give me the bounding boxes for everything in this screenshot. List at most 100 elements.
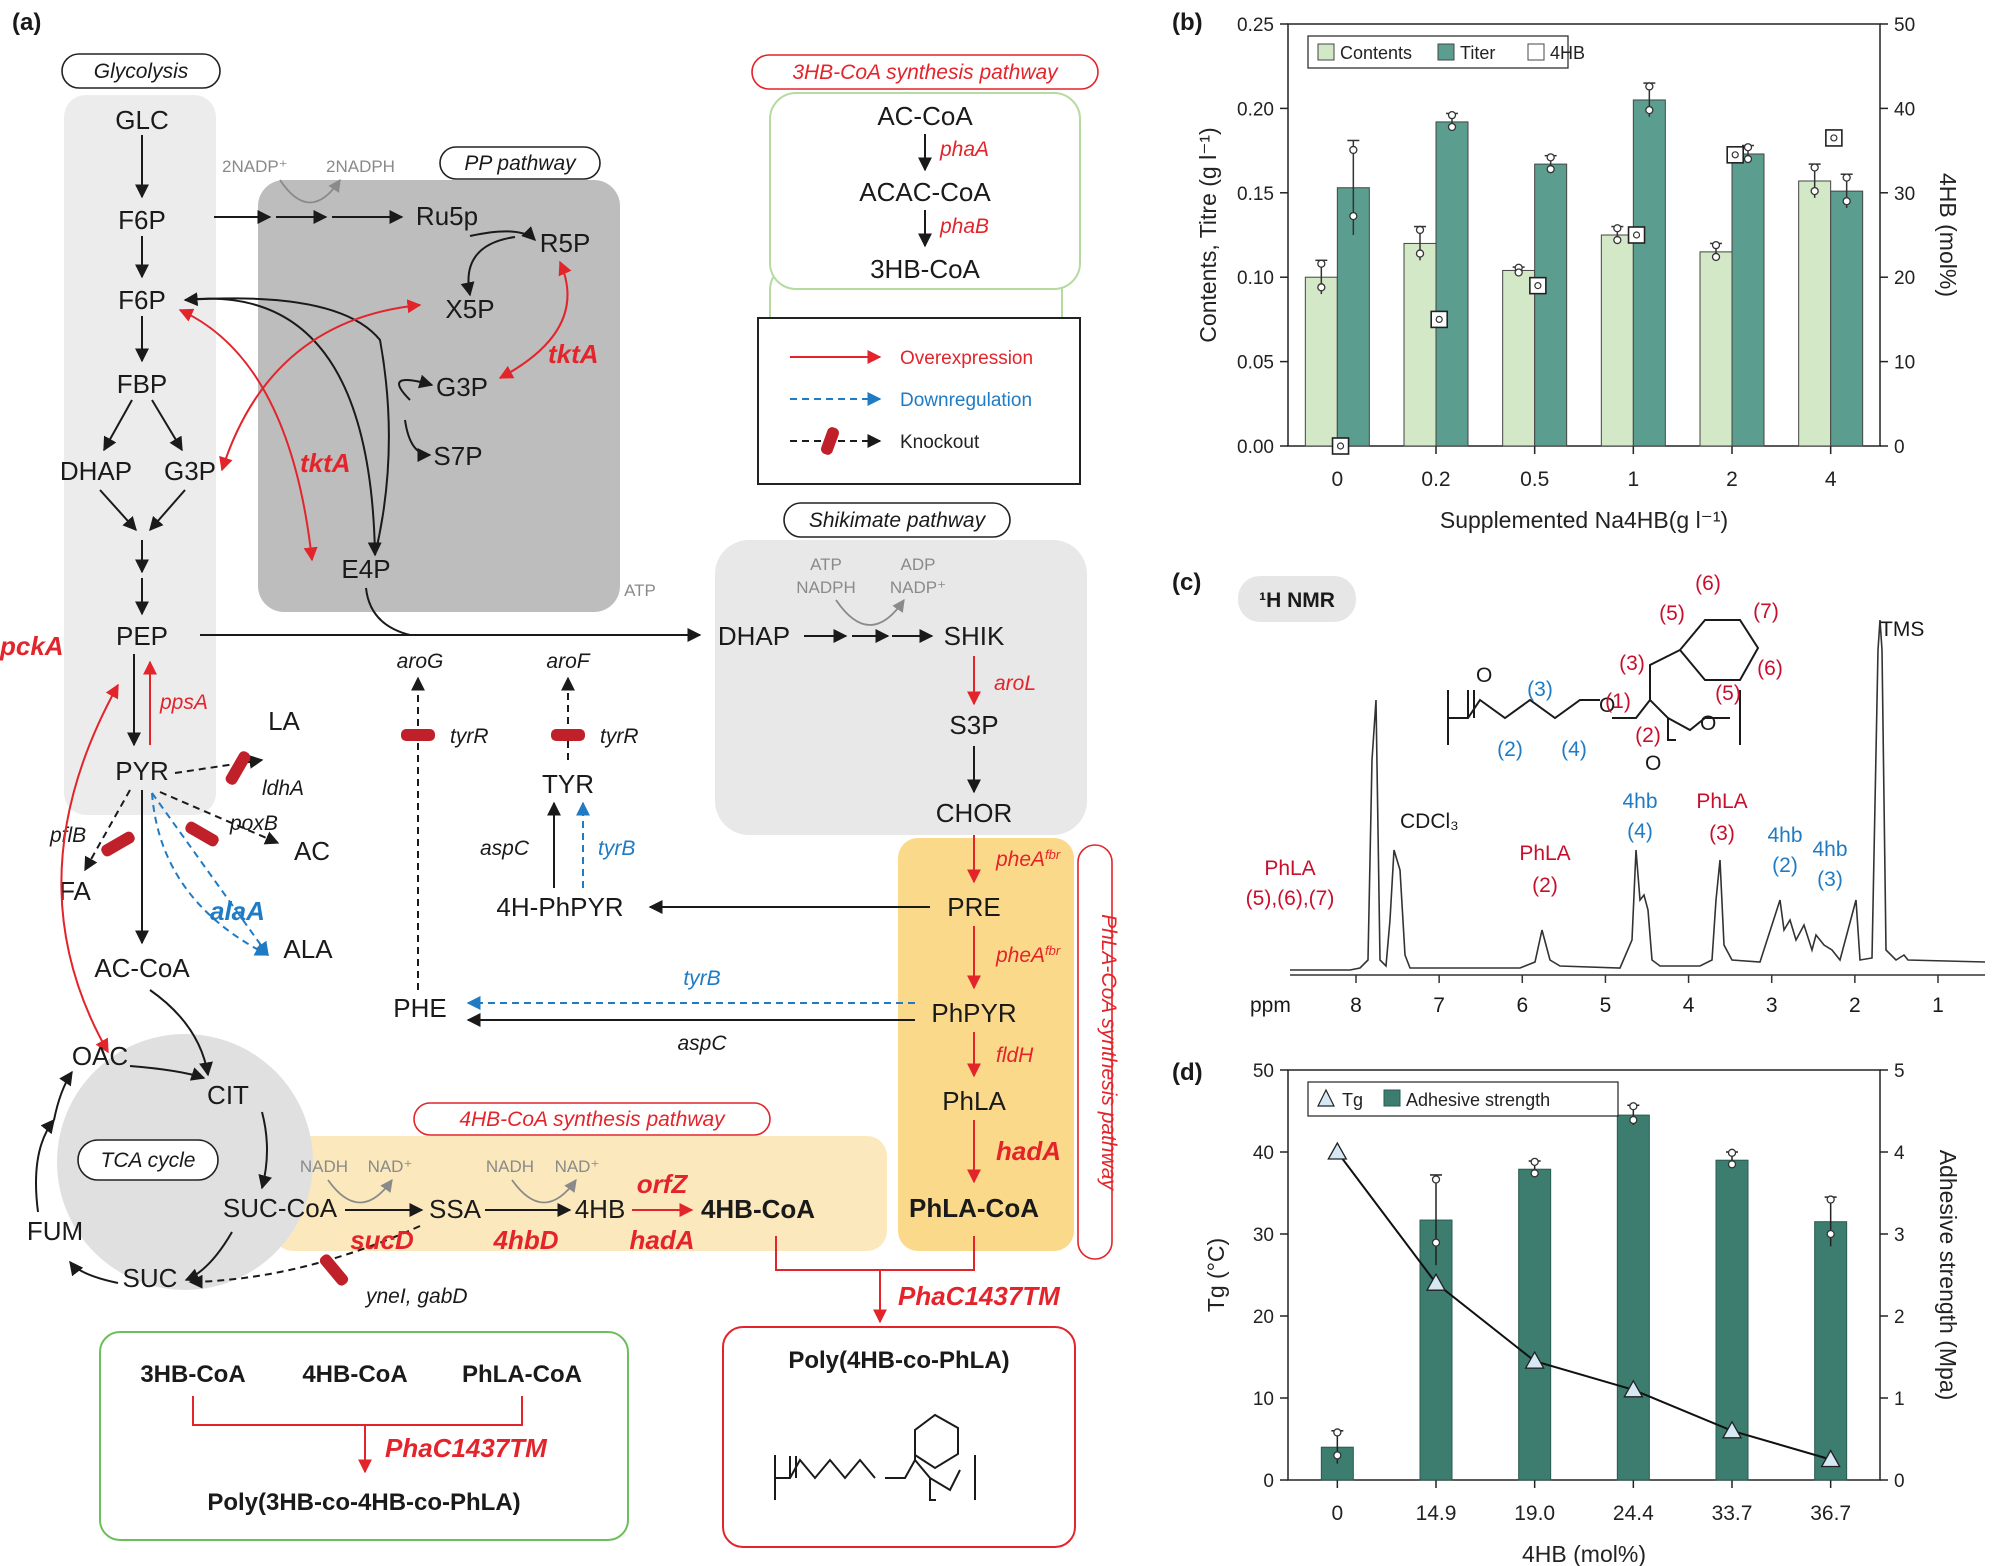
bar-titer <box>1731 153 1765 447</box>
node-e4p: E4P <box>341 554 390 584</box>
y-tick-label: 30 <box>1253 1225 1274 1246</box>
enz-tkta: tktA <box>300 448 351 478</box>
node-g3p: G3P <box>164 456 216 486</box>
y-tick-label: 0.15 <box>1237 184 1274 205</box>
y-axis-label: Contents, Titre (g l⁻¹) <box>1195 127 1221 342</box>
nmr-peak-label: 4hb <box>1767 824 1802 847</box>
node-shik: SHIK <box>944 621 1005 651</box>
enz-phac: PhaC1437TM <box>898 1281 1061 1311</box>
y2-axis-label: 4HB (mol%) <box>1935 173 1961 297</box>
nmr-structure <box>1447 619 1760 745</box>
y-tick-label: 40 <box>1253 1143 1274 1164</box>
tg-point <box>1721 1420 1743 1439</box>
y2-tick-label: 0 <box>1894 1471 1905 1492</box>
node-hb4: 4HB <box>575 1194 626 1224</box>
data-point <box>1349 145 1358 155</box>
node-r5p: R5P <box>540 228 591 258</box>
data-point <box>1435 315 1443 323</box>
cof-nadph: 2NADPH <box>326 157 395 176</box>
bar-titer <box>1435 121 1469 447</box>
bar-titer <box>1830 190 1864 447</box>
node-ssa: SSA <box>429 1194 482 1224</box>
x-tick-label: 0.2 <box>1421 468 1450 491</box>
enz-aspc: aspC <box>677 1032 727 1055</box>
node-hb4coa: 4HB-CoA <box>701 1194 815 1224</box>
struct-o: O <box>1599 694 1615 717</box>
cof-adp: ADP <box>901 555 936 574</box>
data-point <box>1613 224 1622 233</box>
nmr-peak-sub: (4) <box>1627 820 1653 843</box>
tg-point <box>1425 1272 1447 1291</box>
struct-o: O <box>1645 752 1661 775</box>
p2-part: PhLA-CoA <box>462 1361 582 1388</box>
data-point <box>1546 153 1555 162</box>
legend-label: Adhesive strength <box>1406 1090 1550 1110</box>
data-point <box>1613 235 1622 245</box>
cof-nad: NAD⁺ <box>368 1157 413 1176</box>
shikimate-tag: Shikimate pathway <box>809 509 987 532</box>
node-glc: GLC <box>115 105 168 135</box>
node-suc: SUC <box>123 1263 178 1293</box>
data-point <box>1711 252 1721 262</box>
legend-swatch <box>1317 1088 1335 1107</box>
bar-adhesive-strength <box>1814 1221 1848 1481</box>
nmr-tick-label: 5 <box>1600 994 1612 1017</box>
node-f6p: F6P <box>118 205 166 235</box>
node-succoa: SUC-CoA <box>223 1193 338 1223</box>
enz-arol: aroL <box>994 672 1036 695</box>
enz-ldha: ldhA <box>262 777 304 800</box>
hb4-region <box>273 1136 887 1251</box>
data-point <box>1349 211 1358 221</box>
legend-down: Downregulation <box>900 390 1032 411</box>
hb3-tag: 3HB-CoA synthesis pathway <box>792 61 1059 84</box>
bar-titer <box>1632 99 1666 447</box>
data-point <box>1431 1175 1441 1184</box>
struct-label: (4) <box>1561 738 1587 761</box>
data-point <box>1629 1102 1638 1111</box>
y-tick-label: 10 <box>1253 1389 1274 1410</box>
enz-tyrb: tyrB <box>598 837 635 860</box>
nmr-cdcl3: CDCl₃ <box>1400 810 1459 833</box>
nmr-tick-label: 3 <box>1766 994 1778 1017</box>
y2-tick-label: 2 <box>1894 1307 1905 1328</box>
bar-contents <box>1304 276 1338 447</box>
x-tick-label: 33.7 <box>1712 1502 1753 1525</box>
data-point <box>1317 259 1326 268</box>
node-chor: CHOR <box>936 798 1013 828</box>
node-g3p2: G3P <box>436 372 488 402</box>
node-dhap2: DHAP <box>718 621 790 651</box>
struct-label: (1) <box>1605 690 1631 713</box>
node-phla: PhLA <box>942 1086 1006 1116</box>
shikimate-region <box>715 540 1087 835</box>
nmr-peak-label: 4hb <box>1812 838 1847 861</box>
enz-4hbd: 4hbD <box>493 1225 559 1255</box>
enz-fldh: fldH <box>996 1044 1034 1067</box>
node-s7p: S7P <box>433 441 482 471</box>
nmr-spectrum <box>1290 619 1986 971</box>
nmr-peak-sub: (3) <box>1709 822 1735 845</box>
data-point <box>1530 1169 1539 1178</box>
pp-tag: PP pathway <box>464 152 577 175</box>
data-point <box>1447 122 1457 132</box>
node-phe: PHE <box>393 993 446 1023</box>
struct-label: (6) <box>1757 657 1783 680</box>
enz-phea: pheAfbr <box>995 943 1061 968</box>
legend-label: Titer <box>1460 43 1495 63</box>
node-phpyr: PhPYR <box>931 998 1016 1028</box>
struct-label: (3) <box>1619 652 1645 675</box>
y-axis-label: Tg (°C) <box>1203 1238 1229 1312</box>
data-point <box>1447 111 1457 120</box>
enz-tyrb: tyrB <box>683 967 720 990</box>
p2-part: 3HB-CoA <box>140 1361 245 1388</box>
enz-arof: aroF <box>546 650 590 673</box>
node-fbp: FBP <box>117 369 168 399</box>
nmr-peak-label: 4hb <box>1622 790 1657 813</box>
y-tick-label: 0.05 <box>1237 353 1274 374</box>
tg-point <box>1524 1350 1545 1369</box>
data-point <box>1727 1160 1737 1169</box>
x-tick-label: 2 <box>1726 468 1738 491</box>
nmr-title-bg <box>1238 576 1356 622</box>
y2-tick-label: 1 <box>1894 1389 1905 1410</box>
nmr-tick-label: 8 <box>1350 994 1362 1017</box>
node-oac: OAC <box>72 1041 128 1071</box>
